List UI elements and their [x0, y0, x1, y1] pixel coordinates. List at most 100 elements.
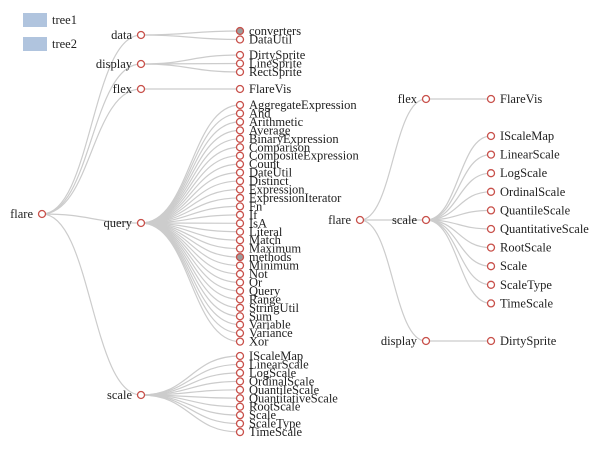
node-tree1-query-average-circle[interactable] — [235, 126, 245, 135]
node-tree2-scale-ordinalscale-circle[interactable] — [486, 187, 496, 196]
node-tree1-flex-circle[interactable] — [136, 84, 146, 94]
node-tree1-query-if[interactable]: If — [235, 208, 259, 222]
node-tree1-query-match[interactable]: Match — [235, 233, 282, 247]
node-tree1-query-aggregateexpression-circle[interactable] — [235, 100, 245, 110]
node-tree1-query-distinct[interactable]: Distinct — [235, 174, 290, 188]
node-tree1-scale-iscalemap-circle[interactable] — [235, 351, 245, 361]
node-tree1-query-isa[interactable]: IsA — [235, 216, 268, 230]
node-tree1-display-rectsprite[interactable]: RectSprite — [235, 65, 303, 79]
node-tree1-scale[interactable]: scale — [107, 388, 146, 402]
node-tree1-query-methods[interactable]: methods — [235, 250, 292, 264]
node-tree2-scale-scale-circle[interactable] — [486, 262, 496, 271]
node-tree2-flare[interactable]: flare — [328, 213, 365, 227]
node-tree1-query-methods-circle[interactable] — [235, 252, 245, 262]
node-tree1-scale-scale[interactable]: Scale — [235, 408, 277, 422]
node-tree1-query-isa-circle[interactable] — [235, 219, 245, 228]
node-tree2-scale-logscale-circle[interactable] — [486, 169, 496, 178]
node-tree2-display-circle[interactable] — [421, 336, 431, 346]
node-tree1-scale-scaletype[interactable]: ScaleType — [235, 417, 302, 431]
node-tree1-query-or-circle[interactable] — [235, 278, 245, 287]
node-tree1-flare-circle[interactable] — [37, 209, 47, 219]
node-tree1-scale-linearscale[interactable]: LinearScale — [235, 357, 310, 371]
node-tree2-scale-iscalemap-circle[interactable] — [486, 131, 496, 141]
node-tree1-query-maximum-circle[interactable] — [235, 244, 245, 253]
node-tree1-query-binaryexpression[interactable]: BinaryExpression — [235, 132, 340, 146]
node-tree1-scale-ordinalscale[interactable]: OrdinalScale — [235, 374, 315, 388]
node-tree2-flex[interactable]: flex — [398, 92, 431, 106]
node-tree1-query-sum-circle[interactable] — [235, 312, 245, 321]
node-tree1-scale-scale-circle[interactable] — [235, 410, 245, 420]
legend-swatch-tree1[interactable] — [23, 13, 47, 27]
node-tree1-query-range[interactable]: Range — [235, 292, 282, 306]
node-tree2-scale[interactable]: scale — [392, 213, 431, 227]
node-tree1-data-datautil[interactable]: DataUtil — [235, 33, 293, 47]
node-tree1-query-or[interactable]: Or — [235, 275, 264, 289]
node-tree1-scale-quantilescale-circle[interactable] — [235, 385, 245, 394]
node-tree1-query-xor-circle[interactable] — [235, 337, 245, 346]
node-tree2-flare-circle[interactable] — [355, 215, 365, 225]
node-tree1-query-variable-circle[interactable] — [235, 320, 245, 329]
node-tree1-data-circle[interactable] — [136, 30, 146, 40]
legend-swatch-tree2[interactable] — [23, 37, 47, 51]
node-tree1-display-rectsprite-circle[interactable] — [235, 67, 245, 77]
node-tree1-display-linesprite-circle[interactable] — [235, 59, 245, 68]
node-tree1-query-and-circle[interactable] — [235, 109, 245, 118]
node-tree1-scale-ordinalscale-circle[interactable] — [235, 377, 245, 386]
node-tree1-scale-quantitativescale[interactable]: QuantitativeScale — [235, 391, 339, 405]
node-tree1-query-expressioniterator[interactable]: ExpressionIterator — [235, 191, 343, 205]
node-tree2-scale-linearscale-circle[interactable] — [486, 150, 496, 159]
node-tree2-scale-ordinalscale[interactable]: OrdinalScale — [486, 185, 566, 199]
node-tree1-query-range-circle[interactable] — [235, 295, 245, 304]
node-tree1-query-and[interactable]: And — [235, 106, 272, 120]
node-tree1-query[interactable]: query — [104, 216, 146, 230]
node-tree2-scale-scaletype[interactable]: ScaleType — [486, 278, 553, 292]
node-tree1-query-binaryexpression-circle[interactable] — [235, 134, 245, 143]
node-tree1-scale-timescale-circle[interactable] — [235, 427, 245, 437]
node-tree1-query-not-circle[interactable] — [235, 269, 245, 279]
node-tree2-scale-timescale-circle[interactable] — [486, 299, 496, 308]
node-tree1-query-dateutil[interactable]: DateUtil — [235, 166, 293, 180]
node-tree1-query-aggregateexpression[interactable]: AggregateExpression — [235, 98, 358, 112]
node-tree1-flare[interactable]: flare — [10, 207, 47, 221]
node-tree2-scale-scaletype-circle[interactable] — [486, 280, 496, 289]
node-tree1-query-literal[interactable]: Literal — [235, 225, 283, 239]
node-tree1-data-datautil-circle[interactable] — [235, 35, 245, 44]
node-tree1-scale-circle[interactable] — [136, 390, 146, 400]
node-tree2-flex-flarevis[interactable]: FlareVis — [486, 92, 543, 106]
node-tree1-query-maximum[interactable]: Maximum — [235, 242, 302, 256]
node-tree1-query-query-circle[interactable] — [235, 286, 245, 296]
node-tree1-flex[interactable]: flex — [113, 82, 146, 96]
node-tree1-data-converters[interactable]: converters — [235, 24, 302, 38]
node-tree1-query-fn-circle[interactable] — [235, 202, 245, 211]
node-tree1-query-variance-circle[interactable] — [235, 328, 245, 338]
node-tree1-query-if-circle[interactable] — [235, 210, 245, 220]
node-tree1-query-expression[interactable]: Expression — [235, 183, 306, 197]
node-tree2-flex-flarevis-circle[interactable] — [486, 94, 496, 104]
node-tree1-query-dateutil-circle[interactable] — [235, 168, 245, 177]
node-tree1-data[interactable]: data — [111, 28, 146, 42]
node-tree1-flex-flarevis[interactable]: FlareVis — [235, 82, 292, 96]
node-tree1-query-stringutil[interactable]: StringUtil — [235, 301, 300, 315]
node-tree2-scale-quantilescale-circle[interactable] — [486, 206, 496, 215]
node-tree1-display[interactable]: display — [96, 57, 146, 71]
node-tree2-scale-iscalemap[interactable]: IScaleMap — [486, 129, 555, 143]
node-tree1-display-dirtysprite[interactable]: DirtySprite — [235, 48, 306, 62]
node-tree2-scale-logscale[interactable]: LogScale — [486, 166, 548, 180]
node-tree1-query-average[interactable]: Average — [235, 123, 291, 137]
node-tree1-scale-quantilescale[interactable]: QuantileScale — [235, 383, 320, 397]
node-tree1-query-not[interactable]: Not — [235, 267, 269, 281]
node-tree1-scale-rootscale-circle[interactable] — [235, 402, 245, 411]
node-tree1-query-xor[interactable]: Xor — [235, 335, 270, 349]
node-tree2-scale-scale[interactable]: Scale — [486, 259, 528, 273]
node-tree2-scale-quantitativescale[interactable]: QuantitativeScale — [486, 222, 590, 236]
node-tree1-query-variable[interactable]: Variable — [235, 318, 292, 332]
node-tree2-scale-rootscale-circle[interactable] — [486, 243, 496, 252]
node-tree1-scale-logscale[interactable]: LogScale — [235, 366, 297, 380]
node-tree1-scale-logscale-circle[interactable] — [235, 368, 245, 378]
node-tree1-scale-linearscale-circle[interactable] — [235, 360, 245, 369]
node-tree1-query-count-circle[interactable] — [235, 159, 245, 169]
node-tree2-scale-linearscale[interactable]: LinearScale — [486, 148, 561, 162]
node-tree1-query-variance[interactable]: Variance — [235, 326, 294, 340]
node-tree1-query-circle[interactable] — [136, 218, 146, 228]
node-tree2-display-dirtysprite[interactable]: DirtySprite — [486, 334, 557, 348]
